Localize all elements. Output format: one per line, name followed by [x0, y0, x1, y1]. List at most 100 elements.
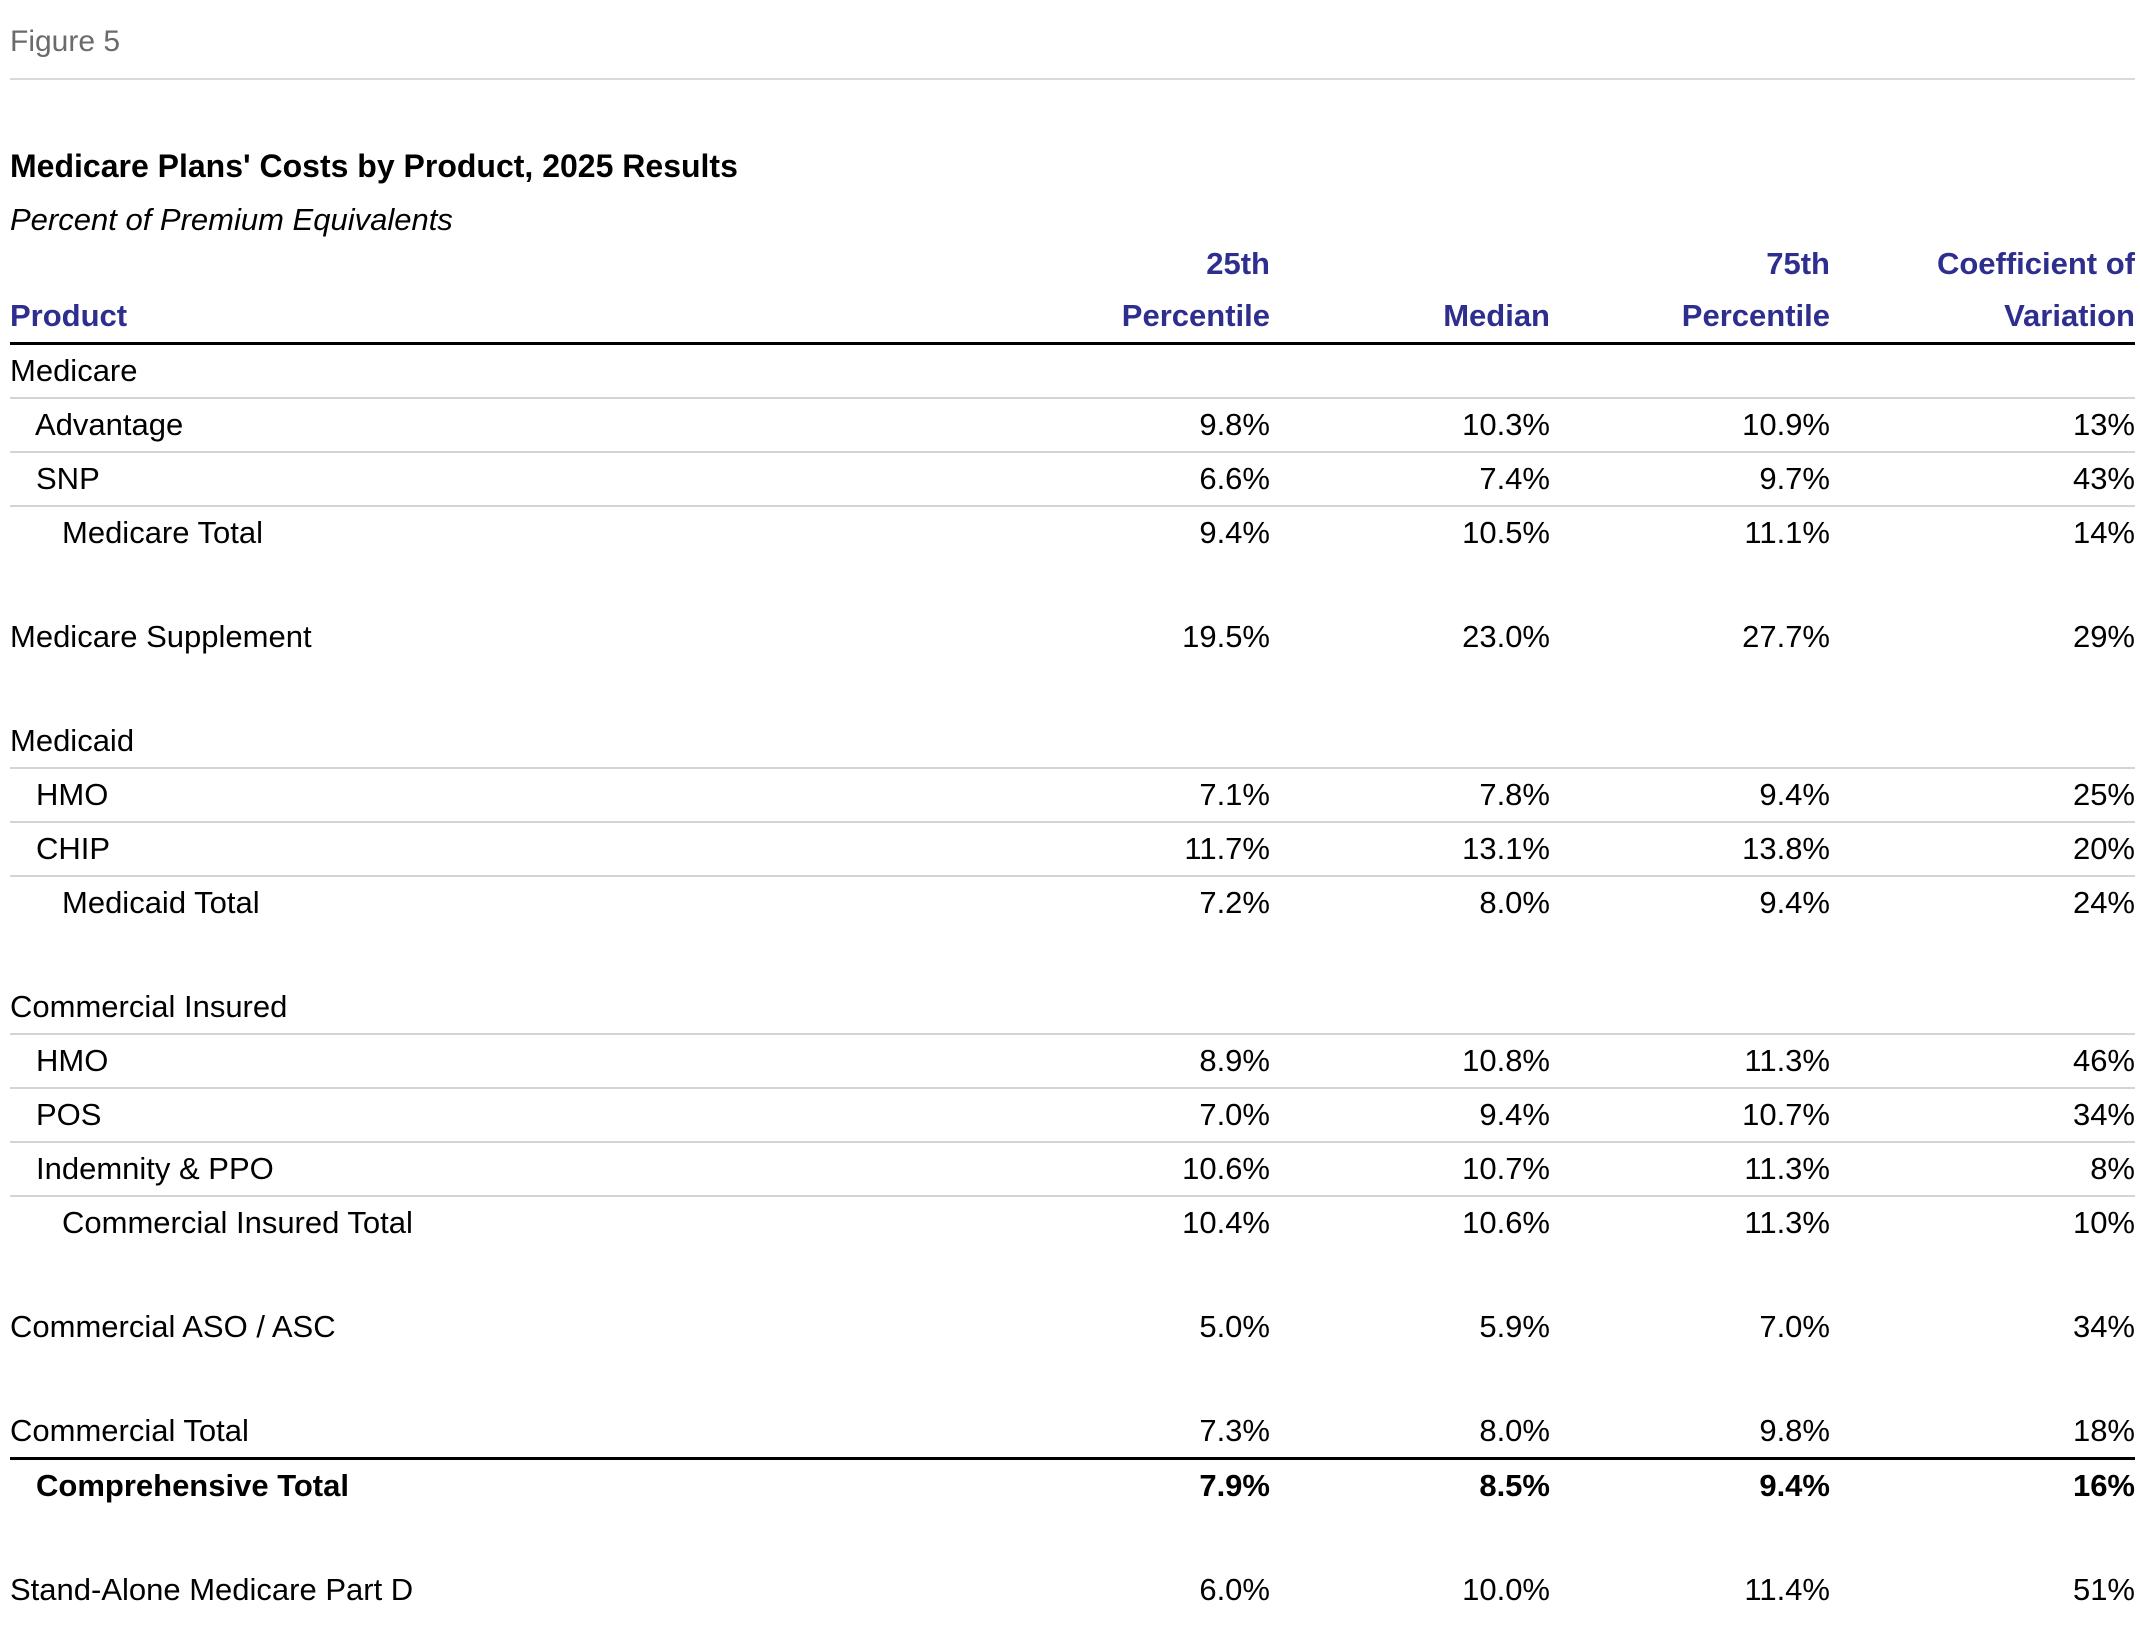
- row-median: [1270, 715, 1550, 769]
- row-product: Stand-Alone Medicare Part D: [10, 1572, 414, 1607]
- row-median: 10.3%: [1270, 398, 1550, 453]
- row-25th: 19.5%: [1182, 619, 1270, 654]
- table-row: Medicaid Total 7.2% 8.0% 9.4% 24%: [10, 876, 2135, 929]
- row-75th: 13.8%: [1550, 822, 1830, 877]
- row-cov: 43%: [1830, 452, 2135, 507]
- row-product: Indemnity & PPO: [10, 1142, 1012, 1197]
- row-product: CHIP: [10, 822, 1012, 877]
- row-median: 7.8%: [1270, 768, 1550, 823]
- row-cov: 51%: [2072, 1572, 2135, 1607]
- row-25th: 7.0%: [1012, 1088, 1270, 1143]
- row-75th: [1550, 715, 1830, 769]
- row-product: Commercial Insured: [10, 981, 1012, 1035]
- row-cov: 13%: [1830, 398, 2135, 453]
- row-25th: 7.9%: [1199, 1468, 1270, 1503]
- row-25th: 10.4%: [1182, 1205, 1270, 1240]
- row-cov: 8%: [1830, 1142, 2135, 1197]
- row-75th: 11.3%: [1550, 1034, 1830, 1089]
- spacer-row: [10, 1249, 2135, 1301]
- row-median: 7.4%: [1270, 452, 1550, 507]
- table-row: Commercial Insured: [10, 981, 2135, 1035]
- row-cov: 24%: [2072, 885, 2135, 920]
- row-75th: 9.7%: [1550, 452, 1830, 507]
- row-median: [1270, 343, 1550, 399]
- row-cov: 29%: [2072, 619, 2135, 654]
- row-75th: [1550, 343, 1830, 399]
- row-cov: 18%: [1830, 1405, 2135, 1460]
- table-row: Commercial Total 7.3% 8.0% 9.8% 18%: [10, 1405, 2135, 1460]
- row-product: HMO: [10, 1034, 1012, 1089]
- table-title: Medicare Plans' Costs by Product, 2025 R…: [10, 148, 738, 184]
- row-median: 10.6%: [1462, 1205, 1550, 1240]
- row-cov: 34%: [2072, 1309, 2135, 1344]
- row-75th: 9.8%: [1550, 1405, 1830, 1460]
- row-cov: 25%: [1830, 768, 2135, 823]
- row-cov: [1830, 981, 2135, 1035]
- row-75th: 9.4%: [1759, 1468, 1830, 1503]
- row-median: 13.1%: [1270, 822, 1550, 877]
- spacer-row: [10, 1512, 2135, 1564]
- row-25th: 7.1%: [1012, 768, 1270, 823]
- header-product: Product: [10, 238, 1012, 345]
- row-75th: [1550, 981, 1830, 1035]
- row-cov: 16%: [2072, 1468, 2135, 1503]
- row-cov: 34%: [1830, 1088, 2135, 1143]
- row-product: Commercial Insured Total: [62, 1205, 413, 1240]
- row-product: Commercial ASO / ASC: [10, 1309, 336, 1344]
- row-median: 5.9%: [1479, 1309, 1550, 1344]
- table-row: Medicare: [10, 343, 2135, 399]
- row-cov: [1830, 715, 2135, 769]
- table-row: Stand-Alone Medicare Part D 6.0% 10.0% 1…: [10, 1564, 2135, 1616]
- row-median: 9.4%: [1270, 1088, 1550, 1143]
- table-subtitle: Percent of Premium Equivalents: [10, 202, 453, 237]
- row-product: Medicare: [10, 343, 1012, 399]
- row-median: 10.7%: [1270, 1142, 1550, 1197]
- row-median: 8.0%: [1479, 885, 1550, 920]
- row-product: Medicaid Total: [62, 885, 260, 920]
- figure: Figure 5 Medicare Plans' Costs by Produc…: [10, 0, 2135, 1616]
- row-25th: 5.0%: [1199, 1309, 1270, 1344]
- row-product: Commercial Total: [10, 1405, 1012, 1460]
- row-75th: 9.4%: [1759, 885, 1830, 920]
- row-75th: 11.4%: [1744, 1572, 1830, 1607]
- row-median: 23.0%: [1462, 619, 1550, 654]
- row-25th: 9.8%: [1012, 398, 1270, 453]
- row-75th: 11.1%: [1744, 515, 1830, 550]
- table-row: Advantage 9.8% 10.3% 10.9% 13%: [10, 398, 2135, 453]
- row-product: Advantage: [10, 398, 1012, 453]
- row-25th: 9.4%: [1199, 515, 1270, 550]
- row-25th: 7.3%: [1012, 1405, 1270, 1460]
- table-row: Commercial Insured Total 10.4% 10.6% 11.…: [10, 1196, 2135, 1249]
- row-75th: 11.3%: [1744, 1205, 1830, 1240]
- row-product: Comprehensive Total: [36, 1468, 349, 1503]
- table-row: Medicaid: [10, 715, 2135, 769]
- row-median: 8.5%: [1479, 1468, 1550, 1503]
- row-product: Medicare Total: [62, 515, 264, 550]
- row-cov: 10%: [2072, 1205, 2135, 1240]
- row-median: 10.0%: [1462, 1572, 1550, 1607]
- row-product: HMO: [10, 768, 1012, 823]
- header-median: Median: [1270, 238, 1550, 345]
- row-cov: 46%: [1830, 1034, 2135, 1089]
- row-75th: 9.4%: [1550, 768, 1830, 823]
- row-25th: 6.0%: [1199, 1572, 1270, 1607]
- row-25th: 10.6%: [1012, 1142, 1270, 1197]
- row-cov: 20%: [1830, 822, 2135, 877]
- spacer-row: [10, 559, 2135, 611]
- row-25th: 6.6%: [1012, 452, 1270, 507]
- row-25th: 8.9%: [1012, 1034, 1270, 1089]
- row-25th: [1012, 343, 1270, 399]
- table-row: Medicare Supplement 19.5% 23.0% 27.7% 29…: [10, 611, 2135, 663]
- spacer-row: [10, 1353, 2135, 1405]
- row-cov: 14%: [2072, 515, 2135, 550]
- table-row: SNP 6.6% 7.4% 9.7% 43%: [10, 452, 2135, 507]
- row-75th: 10.7%: [1550, 1088, 1830, 1143]
- row-25th: [1012, 981, 1270, 1035]
- row-75th: 11.3%: [1550, 1142, 1830, 1197]
- table-row: Medicare Total 9.4% 10.5% 11.1% 14%: [10, 506, 2135, 559]
- row-75th: 7.0%: [1759, 1309, 1830, 1344]
